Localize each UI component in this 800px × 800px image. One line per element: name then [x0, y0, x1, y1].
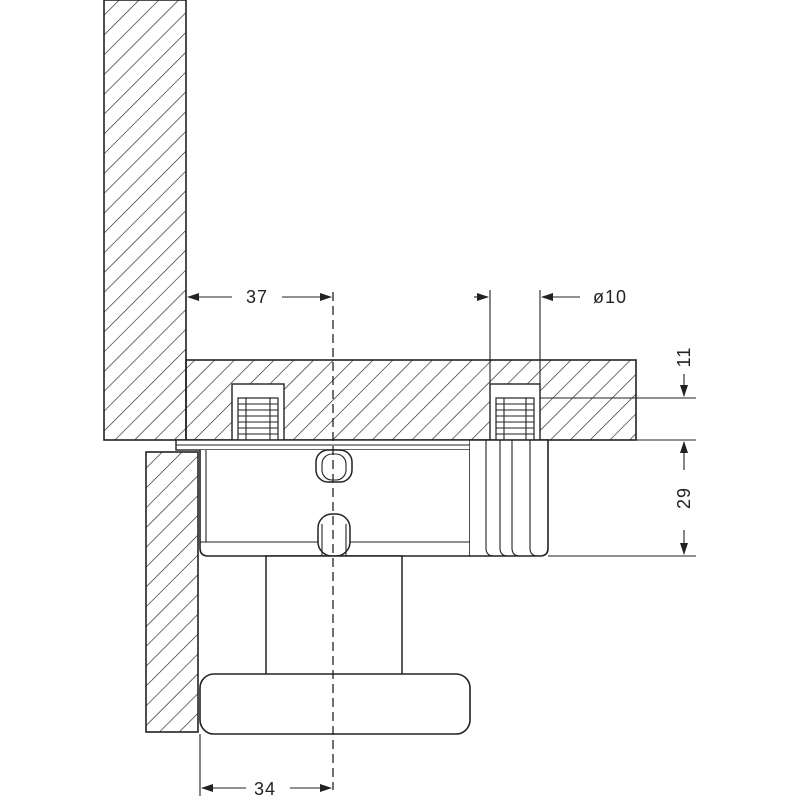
hinge-base: [199, 673, 471, 735]
cabinet-side-panel: [103, 0, 187, 441]
dimension-bore-diameter: ø10: [474, 287, 627, 384]
dimension-body-height: 29: [548, 462, 696, 557]
hinge-stem: [265, 555, 403, 677]
dimension-11-label: 11: [674, 347, 694, 368]
center-pin: [315, 449, 353, 557]
dimension-top-width: 37: [185, 287, 332, 360]
dimension-base-width: 34: [199, 734, 332, 799]
dowel-left: [231, 383, 285, 441]
dimension-37-label: 37: [246, 287, 268, 307]
dowel-right: [489, 383, 541, 441]
dimension-o10-label: ø10: [593, 287, 627, 307]
mounting-flange: [175, 439, 471, 451]
dimension-34-label: 34: [254, 779, 276, 799]
dimension-plate-thickness: 11: [540, 347, 696, 462]
door-side-panel: [145, 451, 199, 733]
dimension-29-label: 29: [674, 487, 694, 509]
hinge-arm-housing: [470, 439, 549, 557]
